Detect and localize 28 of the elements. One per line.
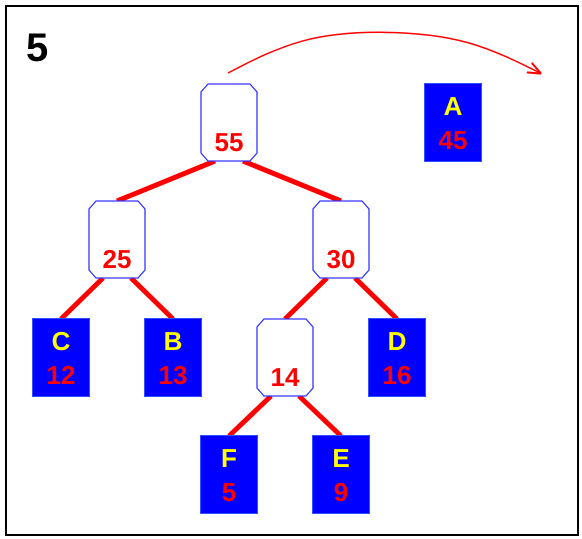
leaf-box xyxy=(424,83,482,162)
symbol-letter: D xyxy=(386,327,408,355)
curved-arrow xyxy=(228,32,542,75)
weight-value: 12 xyxy=(46,361,76,389)
weight-value: 25 xyxy=(102,245,132,273)
weight-value: 14 xyxy=(270,363,300,391)
symbol-letter: B xyxy=(162,327,184,355)
weight-value: 30 xyxy=(326,245,356,273)
symbol-letter: A xyxy=(442,92,464,120)
weight-value: 13 xyxy=(158,361,188,389)
weight-value: 9 xyxy=(332,478,350,506)
weight-value: 45 xyxy=(438,126,468,154)
leaf-box xyxy=(312,435,370,514)
weight-value: 5 xyxy=(220,478,238,506)
weight-value: 16 xyxy=(382,361,412,389)
leaf-box xyxy=(368,318,426,397)
internal-node xyxy=(200,83,258,162)
symbol-letter: E xyxy=(331,444,351,472)
internal-node xyxy=(312,200,370,279)
leaf-box xyxy=(200,435,258,514)
internal-node xyxy=(88,200,146,279)
leaf-box xyxy=(144,318,202,397)
panel-number: 5 xyxy=(26,26,48,70)
symbol-letter: C xyxy=(50,327,72,355)
leaf-box xyxy=(32,318,90,397)
symbol-letter: F xyxy=(220,444,238,472)
internal-node xyxy=(256,318,314,397)
weight-value: 55 xyxy=(214,128,244,156)
